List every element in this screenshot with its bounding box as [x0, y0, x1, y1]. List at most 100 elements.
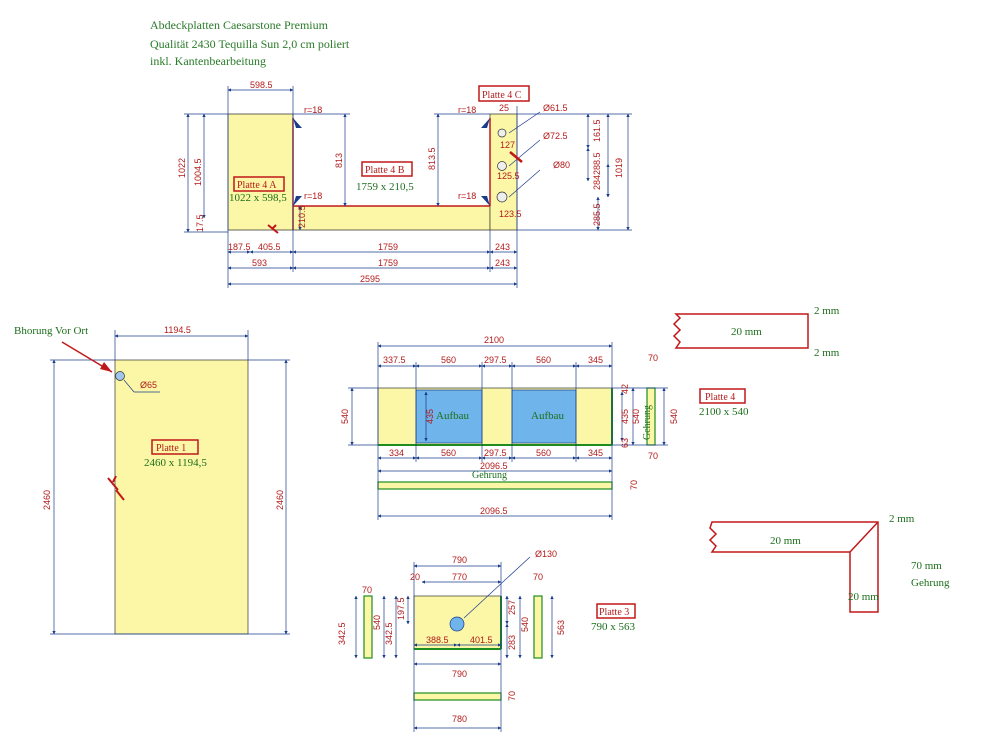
plate-4c-tag: Platte 4 C	[482, 90, 522, 101]
plate-4b-tag: Platte 4 B	[365, 165, 405, 176]
dim-123: 123.5	[499, 209, 522, 219]
plate-4-gehrung-strip	[377, 481, 613, 490]
edge2-horizontal: 20 mm	[770, 535, 801, 547]
dim-813b: 813.5	[427, 147, 437, 170]
hole-61-icon	[497, 128, 507, 138]
dim-20: 20	[410, 572, 420, 582]
dim-540c: 540	[669, 409, 679, 424]
plate-3-view	[354, 556, 554, 732]
dim-p3-540: 540	[372, 615, 382, 630]
dim-d72: Ø72.5	[543, 131, 568, 141]
dim-1004: 1004.5	[193, 158, 203, 186]
dim-257: 257	[507, 600, 517, 615]
header-quality: Qualität 2430 Tequilla Sun 2,0 cm polier…	[150, 37, 350, 51]
edge1-bottom: 2 mm	[814, 347, 840, 359]
dim-342-left: 342.5	[337, 622, 347, 645]
header-title: Abdeckplatten Caesarstone Premium	[150, 18, 328, 32]
edge2-gehrung: Gehrung	[911, 577, 950, 589]
plate-4b-size: 1759 x 210,5	[356, 181, 414, 193]
dim-770: 770	[452, 572, 467, 582]
dim-63: 63	[620, 438, 630, 448]
dim-25: 25	[499, 103, 509, 113]
dim-p3-70b: 70	[533, 572, 543, 582]
plan-view	[184, 86, 632, 288]
dim-42: 42	[620, 384, 630, 394]
plate-1-size: 2460 x 1194,5	[144, 457, 207, 469]
plate-4c-tag-box	[478, 85, 530, 102]
edge-detail-2	[708, 521, 879, 613]
header-edges: inkl. Kantenbearbeitung	[150, 54, 266, 68]
dim-790-bottom: 790	[452, 669, 467, 679]
cutout-1-label: Aufbau	[436, 410, 469, 422]
gehrung-label-edge: Gehrung	[642, 405, 653, 440]
dim-bot-2: 297.5	[484, 448, 507, 458]
plate-1-view	[50, 330, 290, 635]
dim-strip-2096: 2096.5	[480, 506, 508, 516]
gehrung-label-strip: Gehrung	[472, 470, 507, 481]
dim-284: 284	[592, 175, 602, 190]
dim-780: 780	[452, 714, 467, 724]
dim-bot-0: 334	[389, 448, 404, 458]
dim-r18-d: r=18	[458, 191, 476, 201]
dim-1194: 1194.5	[164, 325, 191, 335]
plate-4a-tag: Platte 4 A	[237, 180, 277, 191]
dim-d130: Ø130	[535, 549, 557, 559]
edge1-top: 2 mm	[814, 305, 840, 317]
dim-1022: 1022	[177, 158, 187, 178]
plate-1-note: Bhorung Vor Ort	[14, 325, 88, 337]
dim-2595: 2595	[360, 274, 380, 284]
dim-435b: 435	[620, 409, 630, 424]
plate-1-tag: Platte 1	[156, 443, 186, 454]
plate-4-size: 2100 x 540	[699, 406, 749, 418]
dim-r18-b: r=18	[304, 191, 322, 201]
dim-790-top: 790	[452, 555, 467, 565]
edge2-vertical: 20 mm	[848, 591, 879, 603]
plate-3-tag: Platte 3	[599, 607, 629, 618]
dim-d80: Ø80	[553, 160, 570, 170]
dim-70a: 70	[648, 353, 658, 363]
dim-1019: 1019	[614, 158, 624, 178]
dim-187: 187.5	[228, 242, 251, 252]
dim-1759: 1759	[378, 242, 398, 252]
dim-1759b: 1759	[378, 258, 398, 268]
dim-540b: 540	[631, 409, 641, 424]
plate-1-tag-box	[151, 439, 199, 455]
dim-243b: 243	[495, 258, 510, 268]
plate-4b-shape	[292, 205, 491, 231]
plate-4-shape	[377, 387, 613, 446]
plate-3-size: 790 x 563	[591, 621, 636, 633]
edge2-top: 2 mm	[889, 513, 915, 525]
dim-2100: 2100	[484, 335, 504, 345]
dim-197: 197.5	[396, 597, 406, 620]
dim-243: 243	[495, 242, 510, 252]
dim-hole-65: Ø65	[140, 380, 157, 390]
edge2-70: 70 mm	[911, 560, 942, 572]
plate-1-shape	[114, 359, 249, 635]
dim-283: 283	[507, 635, 517, 650]
dim-bot-3: 560	[536, 448, 551, 458]
plate-3-side-left	[363, 595, 373, 659]
dim-strip-70: 70	[629, 480, 639, 490]
edge1-thickness: 20 mm	[731, 326, 762, 338]
plan-markers	[233, 85, 530, 234]
dim-593: 593	[252, 258, 267, 268]
dim-2460-left: 2460	[42, 490, 52, 510]
dim-342-b: 342.5	[384, 622, 394, 645]
plate-4b-tag-box	[361, 161, 413, 177]
dim-210: 210.5	[297, 205, 307, 228]
dim-563: 563	[556, 620, 566, 635]
dim-813: 813	[334, 153, 344, 168]
plate-3-tag-box	[596, 603, 636, 619]
cutout-2-label: Aufbau	[531, 410, 564, 422]
plate-4-tag: Platte 4	[705, 392, 735, 403]
dim-598: 598.5	[250, 80, 273, 90]
dim-17: 17.5	[195, 214, 205, 232]
hole-130-icon	[449, 616, 465, 632]
plate-4-tag-box	[699, 388, 746, 404]
dim-2460-right: 2460	[275, 490, 285, 510]
dim-401: 401.5	[470, 635, 493, 645]
dim-p3-540b: 540	[520, 617, 530, 632]
dim-161: 161.5	[592, 119, 602, 142]
plate-3-side-right	[533, 595, 543, 659]
